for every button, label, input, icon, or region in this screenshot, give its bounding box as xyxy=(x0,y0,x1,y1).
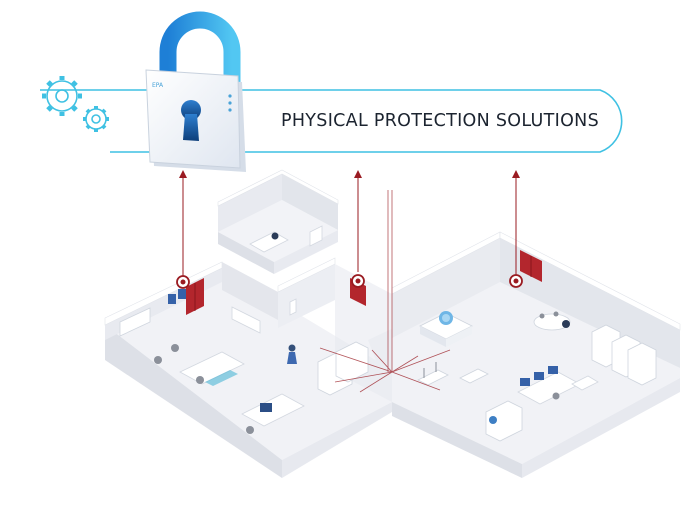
keyhole-icon xyxy=(181,100,201,141)
door-icon xyxy=(520,250,542,282)
lock-brand-text: EPA xyxy=(152,82,164,89)
connector-arrowheads xyxy=(179,170,520,178)
server-rack-icon xyxy=(591,324,657,386)
gear-icon xyxy=(42,76,82,116)
padlock-icon: EPA xyxy=(145,11,246,172)
connector-nodes xyxy=(176,274,523,289)
door-icon xyxy=(186,278,204,315)
title-banner xyxy=(40,89,623,153)
gear-icon xyxy=(83,106,109,132)
workstation-icon xyxy=(517,366,581,405)
banner-title: PHYSICAL PROTECTION SOLUTIONS xyxy=(280,111,599,131)
office-floor-plan xyxy=(104,169,681,478)
protection-connectors xyxy=(182,176,517,393)
